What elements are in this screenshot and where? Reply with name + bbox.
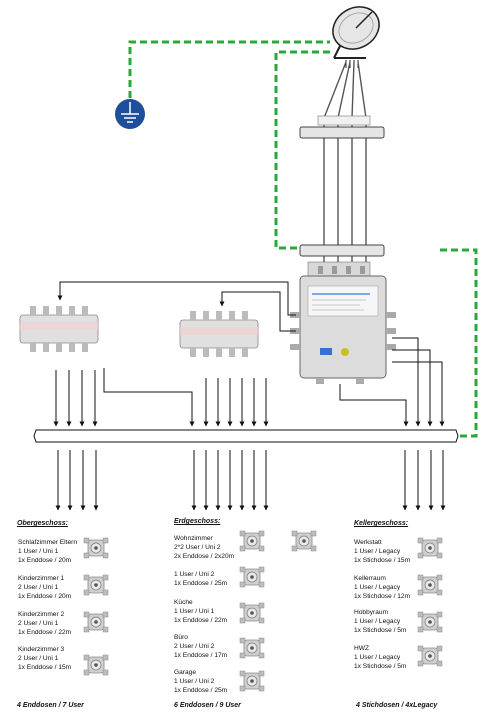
room-users: 2 User / Uni 1 [18, 584, 59, 592]
room-name: Kellerraum [354, 575, 386, 582]
room-ground-1: Wohnzimmer 2*2 User / Uni 2 2x Enddose /… [174, 534, 234, 562]
cable-clamp-lower [299, 244, 385, 257]
room-name: Küche [174, 599, 193, 606]
antenna-socket-icon [239, 530, 265, 552]
lnb-cables [323, 61, 367, 262]
room-users: 1 User / Uni 1 [18, 548, 59, 556]
floor-lines [55, 450, 446, 511]
antenna-socket-icon [83, 654, 109, 676]
drop-lines [53, 337, 445, 427]
room-upper-1: Schlafzimmer Eltern 1 User / Uni 1 1x En… [18, 538, 77, 566]
upper-floor-header: Obergeschoss: [17, 520, 68, 527]
room-basement-2: Kellerraum 1 User / Legacy 1x Stichdose … [354, 574, 410, 602]
room-outlets: 1x Enddose / 15m [18, 664, 72, 672]
room-name: Schlafzimmer Eltern [18, 539, 77, 546]
ground-earth-icon [115, 99, 145, 129]
room-ground-5: Garage 1 User / Uni 2 1x Enddose / 25m [174, 668, 227, 696]
antenna-socket-icon [83, 611, 109, 633]
room-outlets: 1x Enddose / 25m [174, 580, 228, 588]
antenna-socket-icon [239, 566, 265, 588]
room-name: Werkstatt [354, 539, 382, 546]
splitter-middle [179, 311, 259, 357]
room-users: 1 User / Uni 1 [174, 608, 215, 616]
room-users: 1 User / Legacy [354, 654, 401, 662]
room-outlets: 1x Stichdose / 15m [354, 557, 411, 565]
room-users: 1 User / Uni 2 [174, 678, 215, 686]
room-upper-4: Kinderzimmer 3 2 User / Uni 1 1x Enddose… [18, 645, 71, 673]
antenna-socket-icon [417, 611, 443, 633]
feed-lines [57, 281, 296, 427]
multiswitch-device [290, 261, 396, 384]
room-outlets: 1x Stichdose / 5m [354, 627, 407, 635]
room-basement-1: Werkstatt 1 User / Legacy 1x Stichdose /… [354, 538, 410, 566]
room-name: Hobbyraum [354, 609, 389, 616]
room-users: 2 User / Uni 2 [174, 643, 215, 651]
room-outlets: 2x Enddose / 2x20m [174, 553, 235, 561]
room-users: 1 User / Legacy [354, 548, 401, 556]
cable-clamp-upper [299, 115, 385, 139]
antenna-socket-icon [417, 537, 443, 559]
room-basement-3: Hobbyraum 1 User / Legacy 1x Stichdose /… [354, 608, 406, 636]
room-outlets: 1x Enddose / 22m [174, 617, 228, 625]
room-outlets: 1x Enddose / 25m [174, 687, 228, 695]
room-users: 1 User / Legacy [354, 618, 401, 626]
room-ground-2: 1 User / Uni 2 1x Enddose / 25m [174, 570, 227, 588]
room-outlets: 1x Stichdose / 5m [354, 663, 407, 671]
satellite-dish-icon [332, 6, 380, 68]
room-name: Wohnzimmer [174, 535, 213, 542]
ground-floor-header: Erdgeschoss: [174, 518, 221, 525]
room-basement-4: HWZ 1 User / Legacy 1x Stichdose / 5m [354, 644, 406, 672]
outlets-ground [239, 530, 317, 692]
room-outlets: 1x Enddose / 20m [18, 557, 72, 565]
room-users: 1 User / Uni 2 [174, 571, 215, 578]
room-name: Garage [174, 669, 196, 676]
room-users: 2*2 User / Uni 2 [174, 544, 221, 552]
upper-floor-footer: 4 Enddosen / 7 User [17, 702, 84, 709]
room-name: Kinderzimmer 3 [18, 646, 65, 653]
room-name: Kinderzimmer 1 [18, 575, 65, 582]
room-outlets: 1x Enddose / 20m [18, 593, 72, 601]
outlets-upper [83, 537, 109, 676]
room-outlets: 1x Stichdose / 12m [354, 593, 411, 601]
room-outlets: 1x Enddose / 22m [18, 629, 72, 637]
antenna-socket-icon [417, 574, 443, 596]
room-users: 2 User / Uni 1 [18, 655, 59, 663]
antenna-socket-icon [239, 602, 265, 624]
splitter-left [19, 306, 99, 352]
room-users: 2 User / Uni 1 [18, 620, 59, 628]
basement-header: Kellergeschoss: [354, 520, 409, 527]
room-ground-3: Küche 1 User / Uni 1 1x Enddose / 22m [174, 598, 227, 626]
room-upper-2: Kinderzimmer 1 2 User / Uni 1 1x Enddose… [18, 574, 71, 602]
distribution-bar [33, 429, 459, 443]
room-users: 1 User / Legacy [354, 584, 401, 592]
room-ground-4: Büro 2 User / Uni 2 1x Enddose / 17m [174, 633, 227, 661]
room-name: Kinderzimmer 2 [18, 611, 65, 618]
antenna-socket-icon [83, 574, 109, 596]
room-name: Büro [174, 634, 188, 641]
antenna-socket-icon [291, 530, 317, 552]
room-name: HWZ [354, 645, 370, 652]
antenna-socket-icon [239, 637, 265, 659]
ground-floor-footer: 6 Enddosen / 9 User [174, 702, 241, 709]
room-upper-3: Kinderzimmer 2 2 User / Uni 1 1x Enddose… [18, 610, 71, 638]
outlets-basement [417, 537, 443, 667]
antenna-socket-icon [83, 537, 109, 559]
antenna-socket-icon [417, 645, 443, 667]
basement-footer: 4 Stichdosen / 4xLegacy [356, 702, 438, 709]
antenna-socket-icon [239, 670, 265, 692]
room-outlets: 1x Enddose / 17m [174, 652, 228, 660]
